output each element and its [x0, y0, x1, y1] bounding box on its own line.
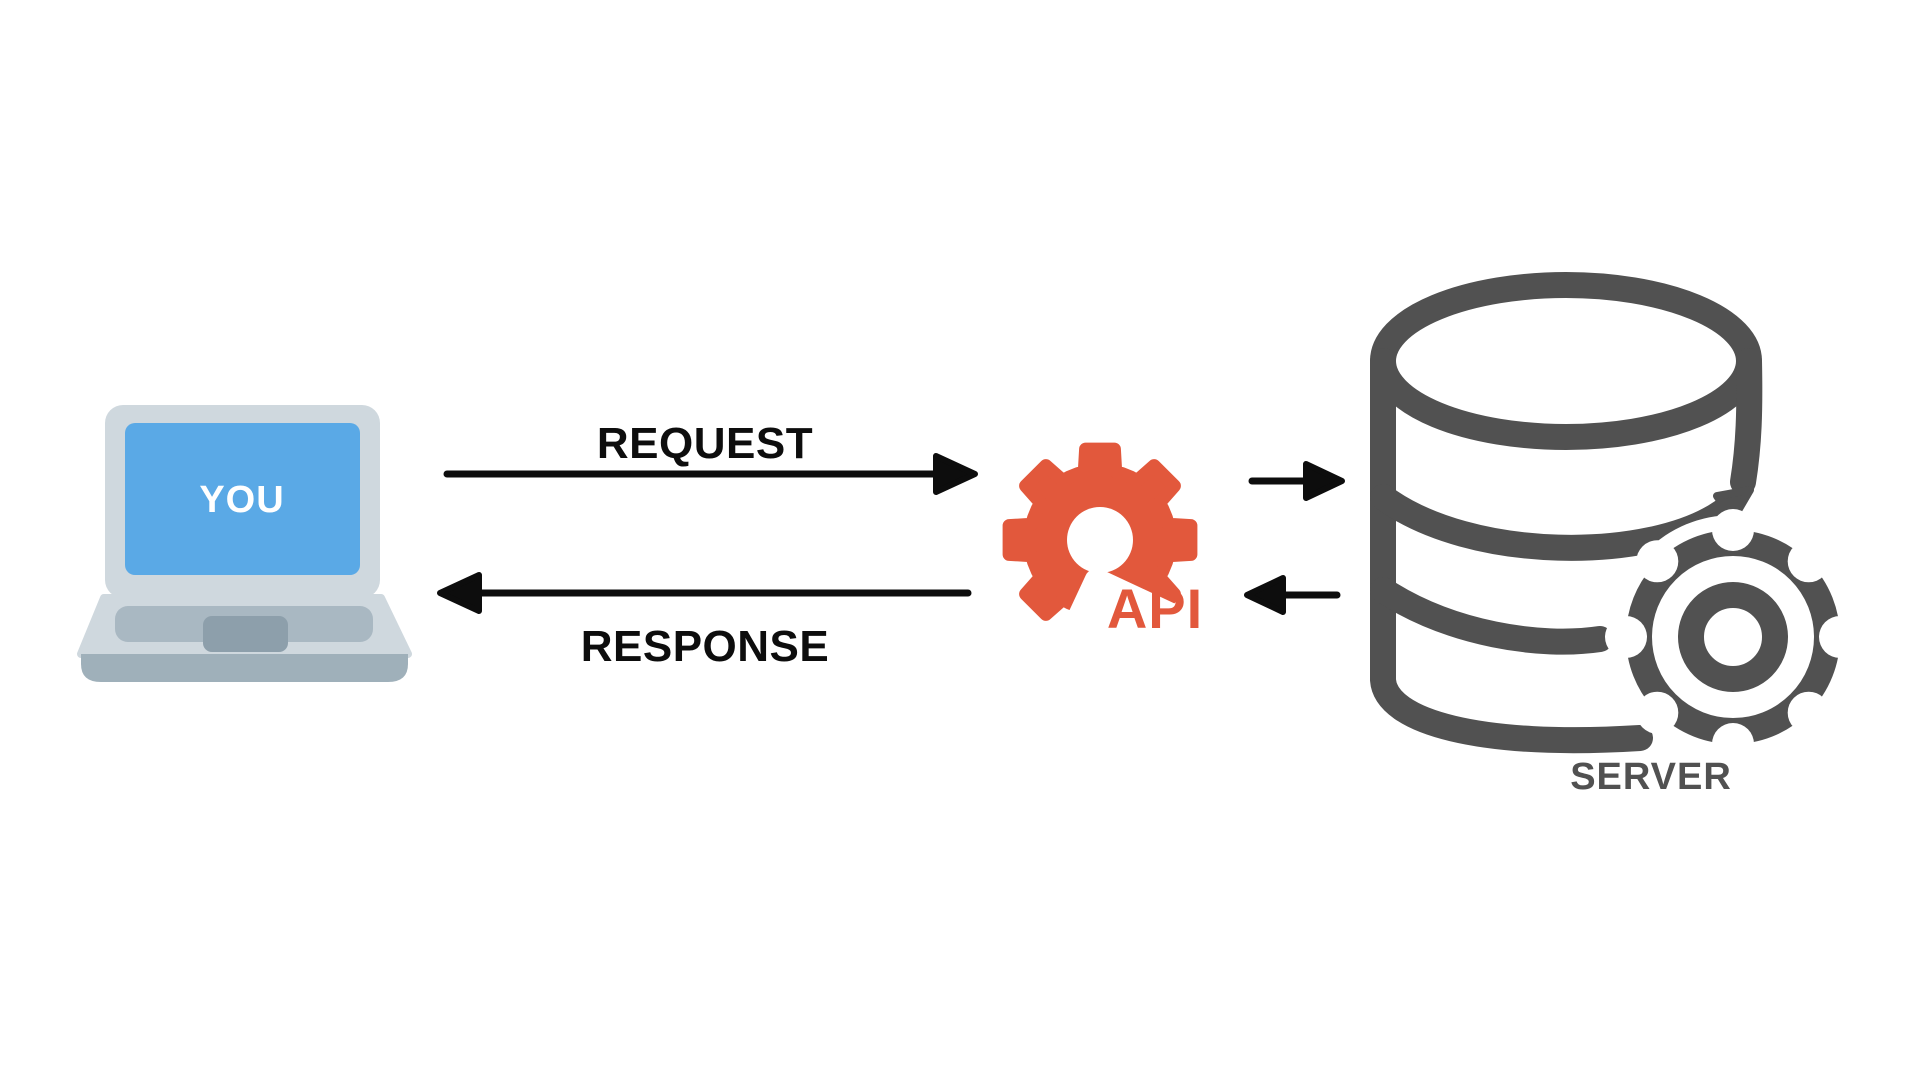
- api-label: API: [1106, 577, 1204, 640]
- response-arrow: [437, 572, 972, 614]
- client-label: YOU: [199, 479, 285, 521]
- response-label: RESPONSE: [580, 622, 830, 671]
- api-gear-icon: [1002, 442, 1228, 660]
- sync-arrowhead: [1713, 486, 1754, 523]
- server-gear-icon: [1605, 509, 1861, 765]
- laptop-icon: [77, 405, 412, 682]
- request-arrow: [443, 453, 978, 495]
- request-label: REQUEST: [596, 419, 814, 468]
- api-to-server-arrow: [1248, 461, 1345, 501]
- server-label: SERVER: [1570, 756, 1732, 798]
- database-icon: [1370, 272, 1861, 765]
- server-to-api-arrow: [1244, 575, 1341, 615]
